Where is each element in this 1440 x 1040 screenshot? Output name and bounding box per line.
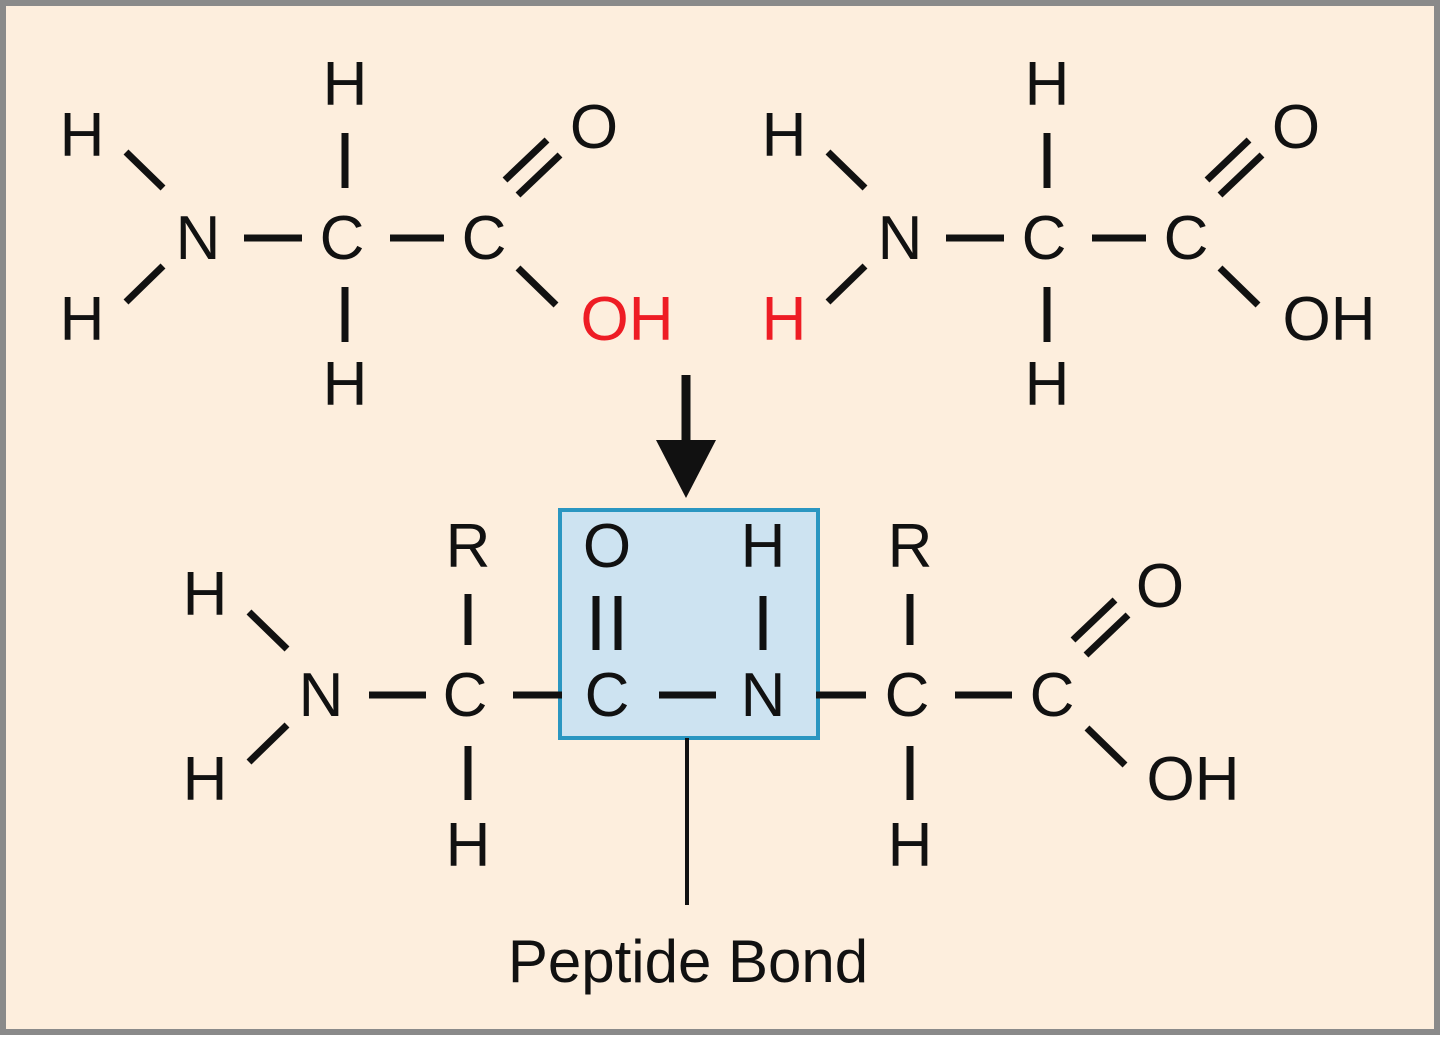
atom-oh: OH — [1147, 745, 1240, 814]
bond-c-o-double-b — [515, 152, 563, 198]
peptide-bond-label: Peptide Bond — [508, 928, 868, 995]
reactant-left — [123, 133, 563, 342]
bond-c-oh — [1084, 725, 1128, 768]
atom-c: C — [462, 204, 507, 273]
bond-h-n-lower — [246, 722, 290, 765]
atom-h: H — [60, 285, 105, 354]
atom-c: C — [885, 661, 930, 730]
bond-c-o-double-a — [1070, 597, 1118, 643]
bond-h-n-upper — [123, 149, 166, 191]
bond-h-n-lower — [123, 263, 166, 305]
atom-n: N — [176, 204, 221, 273]
atom-h: H — [323, 350, 368, 419]
bond-h-n-upper — [825, 149, 868, 191]
atom-n: N — [878, 204, 923, 273]
atom-c: C — [585, 661, 630, 730]
bond-c-oh — [515, 265, 559, 308]
atom-n: N — [741, 661, 786, 730]
atom-h: H — [1025, 50, 1070, 119]
atom-r: R — [888, 512, 933, 581]
atom-h: H — [183, 745, 228, 814]
bond-c-o-double-a — [502, 137, 550, 183]
product-labels: H H N R C H O C H N R C H C O OH — [183, 512, 1240, 880]
atom-h: H — [741, 512, 786, 581]
atom-c: C — [1164, 204, 1209, 273]
atom-h: H — [762, 101, 807, 170]
atom-oh-removed: OH — [581, 285, 674, 354]
atom-oh: OH — [1283, 285, 1376, 354]
atom-o: O — [570, 93, 618, 162]
atom-c: C — [1030, 661, 1075, 730]
atom-o: O — [1272, 93, 1320, 162]
atom-c: C — [320, 204, 365, 273]
reactant-left-labels: H H N H C H C O OH — [60, 50, 674, 419]
arrow-head — [656, 440, 716, 498]
atom-c: C — [1022, 204, 1067, 273]
atom-h: H — [60, 101, 105, 170]
product — [246, 594, 1131, 905]
bond-c-o-double-a — [1204, 137, 1252, 183]
atom-o: O — [583, 512, 631, 581]
reactant-right-labels: H H N H C H C O OH — [762, 50, 1376, 419]
bond-h-n-lower — [825, 263, 868, 305]
atom-h: H — [323, 50, 368, 119]
atom-h: H — [1025, 350, 1070, 419]
bond-c-oh — [1217, 265, 1261, 308]
atom-h: H — [446, 811, 491, 880]
atom-r: R — [446, 512, 491, 581]
atom-h: H — [888, 811, 933, 880]
peptide-bond-highlight-box — [558, 508, 820, 740]
reaction-arrow — [656, 375, 716, 498]
bond-c-o-double-b — [1083, 612, 1131, 658]
atom-h-removed: H — [762, 285, 807, 354]
bond-h-n-upper — [246, 609, 290, 652]
atom-o: O — [1136, 552, 1184, 621]
atom-h: H — [183, 560, 228, 629]
reactant-right — [825, 133, 1265, 342]
bond-c-o-double-b — [1217, 152, 1265, 198]
atom-n: N — [299, 661, 344, 730]
atom-c: C — [443, 661, 488, 730]
